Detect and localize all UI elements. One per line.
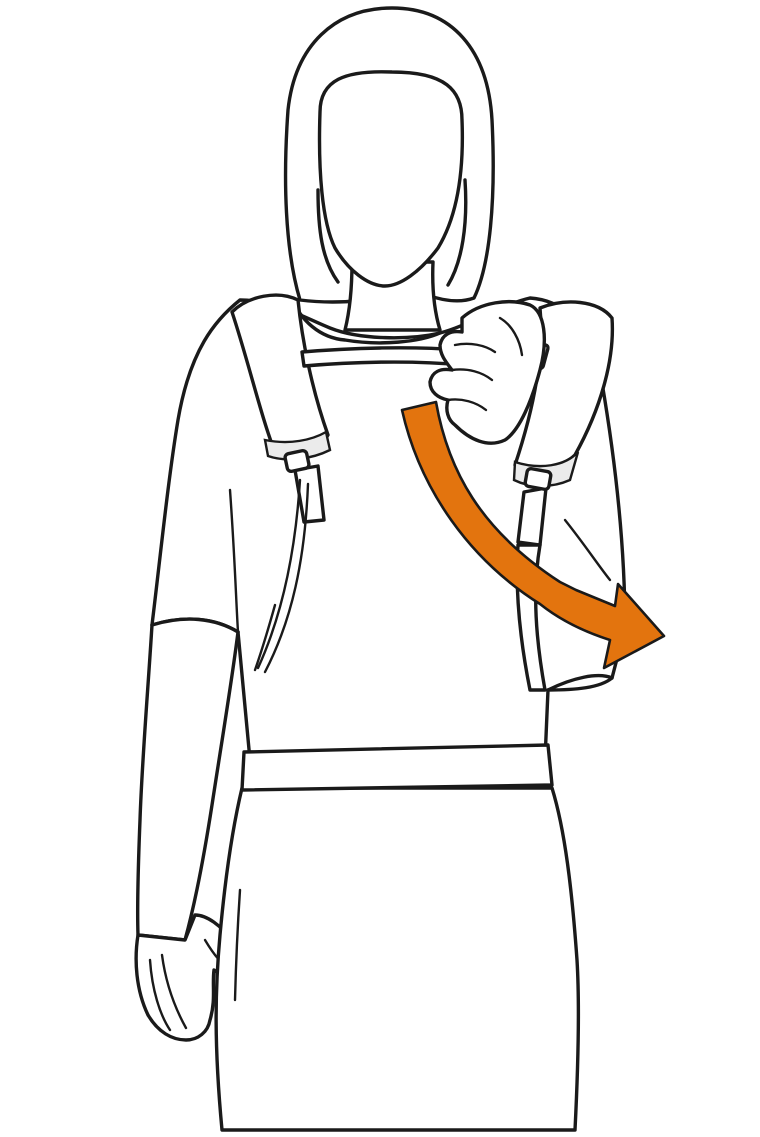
hip-belt: [242, 745, 552, 790]
sternum-strap: [302, 348, 462, 366]
skirt: [216, 788, 578, 1130]
left-strap-buckle: [284, 450, 309, 472]
right-strap-webbing: [518, 488, 546, 545]
right-strap-buckle: [525, 468, 552, 490]
